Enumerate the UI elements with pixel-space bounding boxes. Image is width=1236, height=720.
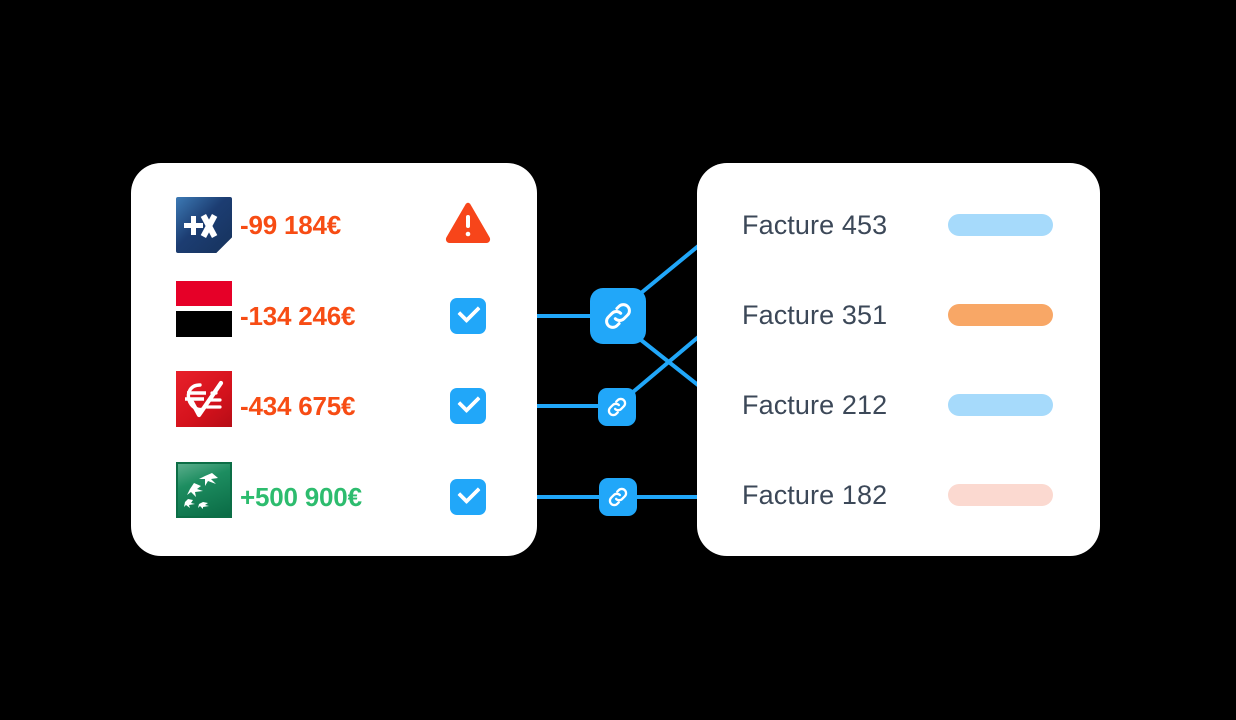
- check-tick: [457, 299, 481, 324]
- sg-black-band: [176, 311, 232, 337]
- account-row[interactable]: +500 900€: [0, 462, 486, 532]
- caisse-epargne-mark: [185, 380, 224, 418]
- account-row[interactable]: -99 184€: [0, 190, 491, 260]
- invoice-row[interactable]: Facture 351: [697, 285, 1100, 345]
- account-amount: -99 184€: [240, 209, 342, 240]
- link-node-3[interactable]: [599, 478, 637, 516]
- account-status[interactable]: [444, 473, 492, 521]
- check-tick: [457, 480, 481, 505]
- link-chain-icon[interactable]: [601, 299, 635, 333]
- sg-red-band: [176, 281, 232, 306]
- axa-plus-vertical: [191, 216, 196, 235]
- account-status[interactable]: [444, 382, 492, 430]
- warning-triangle-icon[interactable]: [444, 201, 492, 245]
- invoice-label: Facture 182: [742, 479, 888, 510]
- invoice-row[interactable]: Facture 453: [697, 195, 1100, 255]
- bnp-paribas-logo: [176, 462, 232, 518]
- invoice-label: Facture 351: [742, 299, 888, 330]
- bnp-stars-mark: [184, 473, 218, 509]
- account-amount: -134 246€: [240, 300, 356, 331]
- checkbox-checked-icon[interactable]: [450, 388, 486, 424]
- account-status[interactable]: [444, 201, 492, 249]
- caisse-epargne-logo: [176, 371, 232, 427]
- invoice-status-pill[interactable]: [948, 214, 1053, 236]
- link-node-1[interactable]: [590, 288, 646, 344]
- account-amount: -434 675€: [240, 390, 356, 421]
- sg-white-band: [176, 306, 232, 311]
- check-tick: [457, 389, 481, 414]
- link-chain-icon[interactable]: [605, 395, 629, 419]
- invoice-status-pill[interactable]: [948, 394, 1053, 416]
- account-status[interactable]: [444, 292, 492, 340]
- link-chain-icon[interactable]: [606, 485, 630, 509]
- invoice-label: Facture 212: [742, 389, 888, 420]
- account-amount: +500 900€: [240, 481, 362, 512]
- checkbox-checked-icon[interactable]: [450, 479, 486, 515]
- axa-logo: [176, 197, 232, 253]
- link-node-2[interactable]: [598, 388, 636, 426]
- invoice-row[interactable]: Facture 182: [697, 465, 1100, 525]
- invoice-row[interactable]: Facture 212: [697, 375, 1100, 435]
- account-row[interactable]: -134 246€: [0, 281, 486, 351]
- invoice-label: Facture 453: [742, 209, 888, 240]
- invoice-status-pill[interactable]: [948, 484, 1053, 506]
- societe-generale-logo: [176, 281, 232, 337]
- checkbox-checked-icon[interactable]: [450, 298, 486, 334]
- account-row[interactable]: -434 675€: [0, 371, 486, 441]
- invoice-status-pill[interactable]: [948, 304, 1053, 326]
